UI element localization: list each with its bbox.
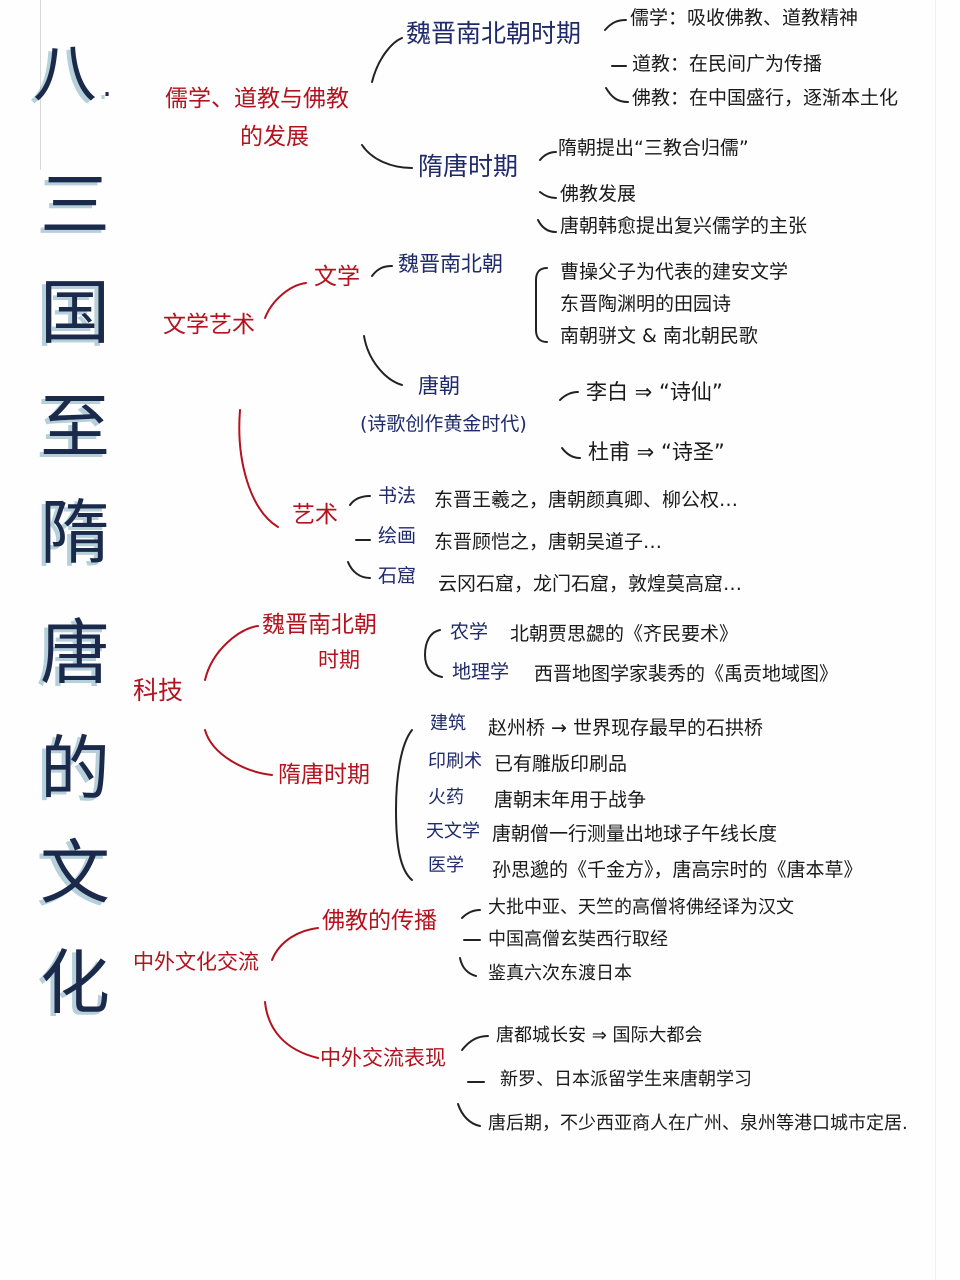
art-item-text: 东晋顾恺之，唐朝吴道子… [434, 531, 663, 553]
art-item-name: 书法 [378, 485, 417, 507]
detail-item: 隋朝提出“三教合归儒” [558, 137, 749, 159]
subtopic-label: 唐朝 [418, 374, 460, 398]
detail-item: 佛教：在中国盛行，逐渐本土化 [632, 87, 899, 109]
detail-item: 中国高僧玄奘西行取经 [488, 929, 668, 950]
category-label: 文学艺术 [163, 312, 255, 338]
detail-item: 儒学：吸收佛教、道教精神 [630, 7, 859, 29]
detail-item: 大批中亚、天竺的高僧将佛经译为汉文 [488, 897, 794, 918]
science-item-name: 天文学 [426, 821, 480, 842]
science-item-text: 赵州桥 → 世界现存最早的石拱桥 [488, 717, 763, 739]
science-item-name: 医学 [428, 855, 464, 876]
chapter-number: 八. [32, 38, 118, 112]
detail-item: 唐都城长安 ⇒ 国际大都会 [496, 1025, 703, 1046]
title-char: 唐 [40, 612, 110, 694]
science-item-text: 北朝贾思勰的《齐民要术》 [510, 623, 739, 645]
subcategory-label: 文学 [314, 264, 360, 290]
detail-item: 佛教发展 [560, 183, 637, 205]
art-item-name: 绘画 [378, 525, 417, 547]
subtopic-label: 魏晋南北朝时期 [406, 19, 582, 48]
science-item-name: 建筑 [430, 713, 466, 734]
science-item-name: 农学 [450, 621, 489, 643]
art-item-text: 云冈石窟，龙门石窟，敦煌莫高窟… [438, 573, 743, 595]
category-label-cont: 的发展 [240, 124, 309, 150]
subtopic-label: 隋唐时期 [278, 762, 370, 788]
detail-item: 李白 ⇒ “诗仙” [586, 380, 723, 404]
category-label: 科技 [133, 676, 184, 705]
detail-item: 道教：在民间广为传播 [632, 53, 823, 75]
detail-item: 唐后期，不少西亚商人在广州、泉州等港口城市定居. [488, 1113, 908, 1134]
subtopic-label: 魏晋南北朝 [398, 252, 503, 276]
detail-item: 唐朝韩愈提出复兴儒学的主张 [560, 215, 808, 237]
detail-item: 东晋陶渊明的田园诗 [560, 293, 732, 315]
subtopic-label: 魏晋南北朝 [262, 612, 377, 638]
art-item-name: 石窟 [378, 565, 417, 587]
title-char: 隋 [40, 492, 110, 574]
detail-item: 杜甫 ⇒ “诗圣” [588, 440, 725, 464]
subtopic-note: (诗歌创作黄金时代) [360, 413, 527, 435]
detail-item: 新罗、日本派留学生来唐朝学习 [500, 1069, 752, 1090]
science-item-text: 唐朝末年用于战争 [494, 789, 647, 811]
subtopic-label: 佛教的传播 [322, 908, 437, 934]
science-item-text: 唐朝僧一行测量出地球子午线长度 [492, 823, 778, 845]
title-char: 至 [40, 386, 110, 468]
category-label: 中外文化交流 [133, 950, 259, 974]
title-char: 化 [40, 942, 110, 1024]
science-item-name: 火药 [428, 787, 464, 808]
subtopic-label: 中外交流表现 [320, 1046, 446, 1070]
title-char: 国 [40, 272, 110, 354]
page-edge [935, 0, 936, 1280]
subcategory-label: 艺术 [292, 502, 338, 528]
science-item-text: 孙思邈的《千金方》，唐高宗时的《唐本草》 [492, 859, 863, 881]
science-item-name: 印刷术 [428, 751, 482, 772]
subtopic-label-cont: 时期 [318, 648, 360, 672]
science-item-text: 已有雕版印刷品 [494, 753, 628, 775]
title-char: 三 [40, 164, 110, 246]
category-label: 儒学、道教与佛教 [165, 86, 349, 112]
science-item-name: 地理学 [452, 661, 510, 683]
title-char: 文 [40, 832, 110, 914]
detail-item: 南朝骈文 & 南北朝民歌 [560, 325, 758, 347]
margin-line [40, 0, 41, 170]
detail-item: 曹操父子为代表的建安文学 [560, 261, 789, 283]
subtopic-label: 隋唐时期 [418, 152, 519, 181]
science-item-text: 西晋地图学家裴秀的《禹贡地域图》 [534, 663, 839, 685]
art-item-text: 东晋王羲之，唐朝颜真卿、柳公权… [434, 489, 739, 511]
detail-item: 鉴真六次东渡日本 [488, 963, 632, 984]
title-char: 的 [40, 728, 110, 810]
